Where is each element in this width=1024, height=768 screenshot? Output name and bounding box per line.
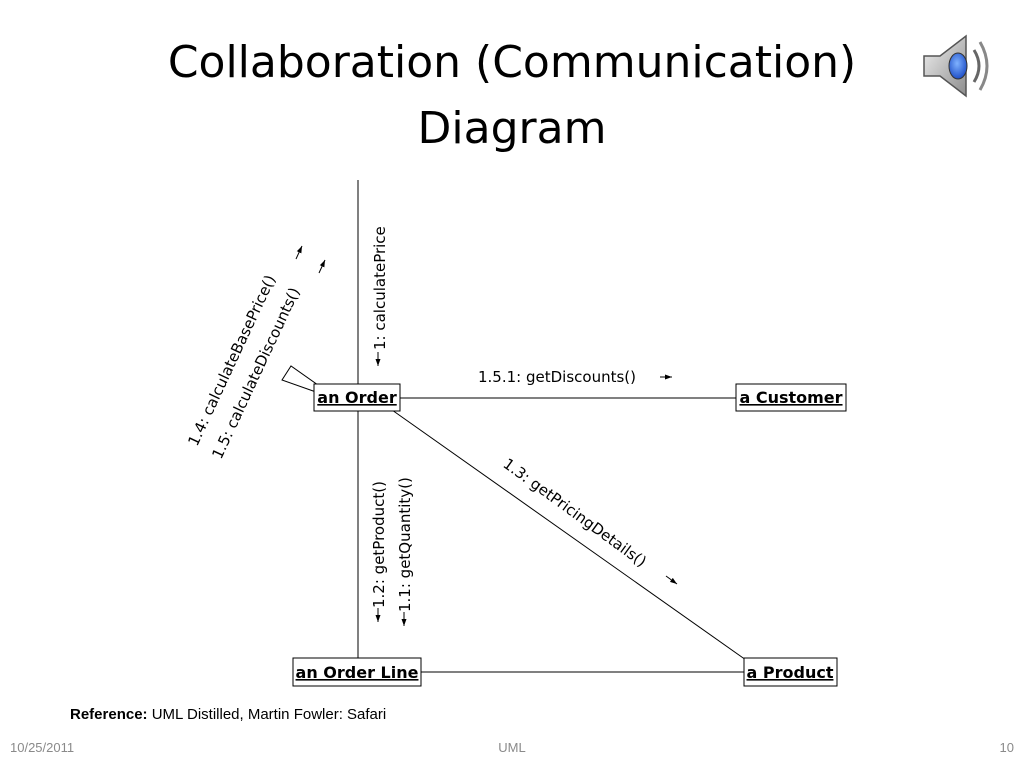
object-label: a Product [747,663,834,682]
message-get-quantity: 1.1: getQuantity() [396,477,414,612]
arrow-calculate-base-price [295,245,303,260]
message-get-pricing-details: 1.3: getPricingDetails() [500,455,650,571]
object-label: an Order Line [296,663,419,682]
object-an-order-line[interactable]: an Order Line [292,657,422,687]
footer-page-number: 10 [999,740,1014,755]
footer-date: 10/25/2011 [10,740,75,755]
order-product-link [391,409,747,661]
reference-label: Reference: [70,706,148,723]
message-get-discounts: 1.5.1: getDiscounts() [478,368,636,386]
title-line-2: Diagram [417,103,607,154]
object-label: a Customer [739,388,842,407]
reference-line: Reference: UML Distilled, Martin Fowler:… [70,706,386,723]
title-line-1: Collaboration (Communication) [167,37,857,88]
speaker-icon[interactable] [918,30,994,102]
arrow-calculate-discounts [318,259,326,274]
arrow-get-pricing-details [665,575,678,585]
object-a-product[interactable]: a Product [743,657,838,687]
object-an-order[interactable]: an Order [313,383,401,412]
reference-text: UML Distilled, Martin Fowler: Safari [151,706,387,723]
message-get-product: 1.2: getProduct() [370,481,388,608]
footer-title: UML [498,740,526,755]
slide-title: Collaboration (Communication) Diagram [100,30,924,162]
object-a-customer[interactable]: a Customer [735,383,847,412]
object-label: an Order [317,388,397,407]
message-calculate-price: 1: calculatePrice [371,226,389,350]
self-link [281,365,319,393]
